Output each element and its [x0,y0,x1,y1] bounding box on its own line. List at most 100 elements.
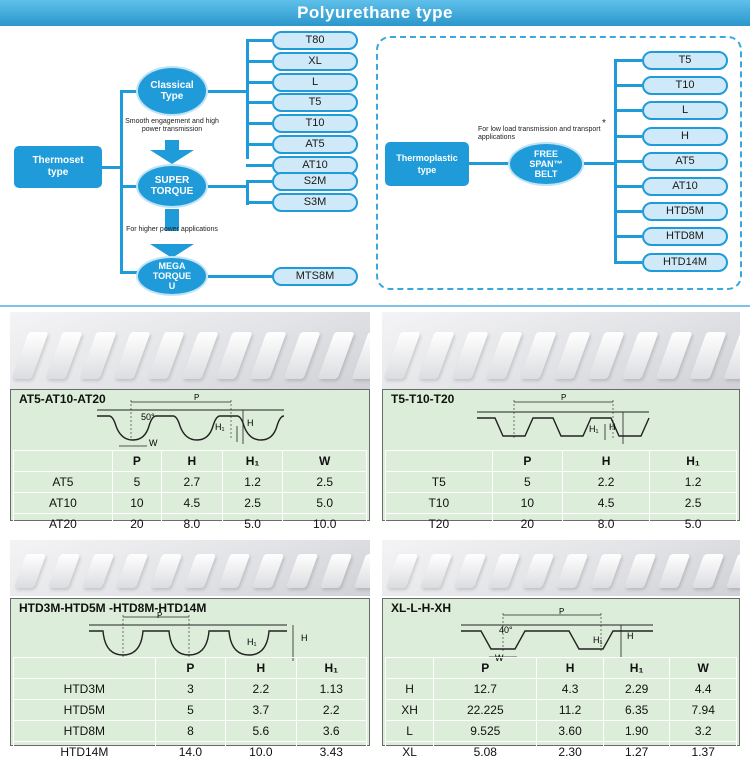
belt-type-pill-l: L [642,101,728,121]
table-cell: HTD3M [13,678,156,700]
belt-type-pill-htd14m: HTD14M [642,252,728,272]
belt-type-pill-at5: AT5 [272,135,358,154]
belt-type-pill-t5: T5 [642,51,728,70]
table-cell: 8.0 [562,513,651,535]
connector [246,42,249,159]
belt-photo-at [10,312,370,390]
arrow-down-icon [150,244,194,258]
table-cell: 2.2 [295,699,368,721]
mega-torque-node: MEGA TORQUE U [136,256,208,296]
belt-tooth [319,554,353,588]
htd-dim-h1: H₁ [247,637,257,647]
connector [614,59,642,62]
connector [614,109,642,113]
table-cell: 10 [111,492,163,514]
table-cell: 14.0 [154,741,227,763]
belt-tooth [519,332,557,379]
at-profile-diagram [97,400,285,447]
belt-tooth [149,554,183,588]
table-cell: 1.2 [221,471,284,493]
belt-tooth [553,332,591,379]
belt-tooth [317,332,355,379]
connector [120,185,140,188]
belt-tooth [285,554,319,588]
table-cell: 2.29 [602,678,671,700]
belt-tooth [723,332,740,379]
connector [614,260,642,264]
classical-type-node: Classical Type [136,66,208,116]
table-cell: AT10 [13,492,113,514]
connector [246,180,249,205]
connector [246,180,272,183]
connector [208,275,274,278]
connector [102,166,122,169]
belt-tooth [589,554,623,588]
table-header-cell [13,657,156,679]
table-cell: 2.5 [282,471,367,493]
table-header-cell: H [225,657,297,679]
belt-type-pill-t80: T80 [272,31,358,50]
table-cell: 5 [491,471,564,493]
thermoset-node: Thermoset type [14,146,102,188]
htd-dim-p: P [157,611,163,620]
belt-tooth [351,332,370,379]
table-header-cell: P [491,450,564,472]
table-cell: 3 [154,678,227,700]
table-cell: 10.0 [282,513,367,535]
belt-tooth [691,554,725,588]
at-dim-w: W [149,438,158,448]
table-cell: T20 [385,513,493,535]
table-cell: 3.2 [669,720,737,742]
belt-type-pill-s3m: S3M [272,192,358,212]
connector [584,162,616,165]
at-panel-title: AT5-AT10-AT20 [19,392,106,406]
xl-panel-title: XL-L-H-XH [391,601,451,615]
belt-tooth [689,332,727,379]
table-cell: 5.0 [649,513,737,535]
free-span-node: FREE SPAN™ BELT [508,142,584,186]
table-header-cell: H₁ [602,657,671,679]
table-cell: 1.13 [295,678,368,700]
table-cell: L [384,720,435,742]
belt-tooth [115,554,149,588]
table-header-cell: W [282,450,367,472]
arrow-shaft [165,209,179,231]
belt-tooth [655,332,693,379]
xl-dim-angle: 40° [499,625,513,635]
belt-tooth [451,332,489,379]
table-cell: HTD14M [13,741,156,763]
table-header-cell [385,450,493,472]
belt-tooth [419,554,453,588]
table-header-cell: P [111,450,163,472]
xl-dim-p: P [559,607,565,616]
belt-tooth [181,332,219,379]
belt-tooth [11,332,49,379]
connector [614,159,642,163]
table-cell: H [384,678,435,700]
htd-panel-title: HTD3M-HTD5M -HTD8M-HTD14M [19,601,207,615]
page-title: Polyurethane type [297,3,453,22]
table-cell: 2.30 [536,741,604,763]
connector [120,90,140,93]
belt-tooth [249,332,287,379]
table-cell: HTD5M [13,699,156,721]
belt-type-pill-htd8m: HTD8M [642,227,728,247]
table-cell: 2.5 [649,492,737,514]
arrow-down-icon [150,150,194,164]
table-cell: 22.225 [433,699,538,721]
connector [614,185,642,188]
connector [120,90,123,273]
at-dim-h: H [247,418,254,428]
belt-tooth [453,554,487,588]
